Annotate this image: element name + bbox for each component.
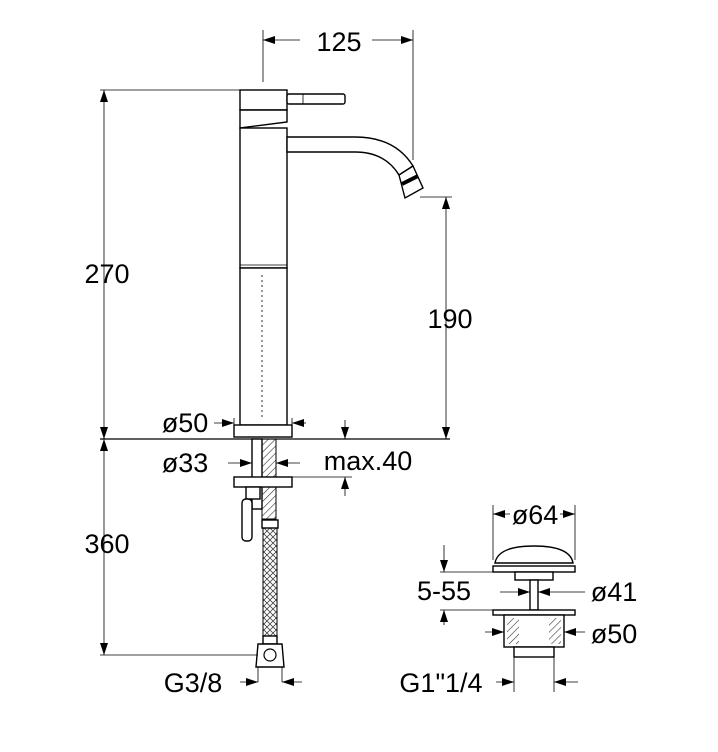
hose-ferrule-bottom xyxy=(262,635,278,645)
dim-adjust-range: 5-55 xyxy=(417,576,471,606)
waste-cap xyxy=(494,545,574,564)
dim-shank-diameter: ø33 xyxy=(162,448,209,478)
lever-handle xyxy=(286,93,346,105)
clamp-plate xyxy=(233,476,293,488)
spout xyxy=(286,136,414,176)
waste-outlet xyxy=(513,646,555,658)
waste-stem xyxy=(529,579,539,611)
dim-cap-diameter: ø64 xyxy=(512,500,559,530)
dim-spout-reach: 125 xyxy=(316,27,361,57)
faucet-dimensions: 125 270 190 ø50 ø33 max.4 xyxy=(84,27,472,698)
column-upper xyxy=(239,127,288,269)
waste-flange xyxy=(492,565,576,573)
faucet-body xyxy=(100,89,450,682)
clamp-nut xyxy=(245,486,261,500)
waste-neck xyxy=(514,571,554,581)
connector-pipe xyxy=(241,498,253,542)
hose-ferrule-top xyxy=(261,519,279,529)
lever-cap xyxy=(239,89,288,111)
dim-spout-height: 190 xyxy=(427,304,472,334)
dim-waste-base-diameter: ø50 xyxy=(591,619,638,649)
dim-hose-length: 360 xyxy=(84,529,129,559)
dim-hose-thread: G3/8 xyxy=(164,668,223,698)
base-flange xyxy=(233,424,293,438)
column-lower xyxy=(239,267,288,426)
waste-seal xyxy=(492,609,576,616)
waste-fitting xyxy=(492,545,576,692)
waste-dimensions: ø64 5-55 ø41 ø50 G1"1/4 xyxy=(399,500,637,698)
dim-waste-thread: G1"1/4 xyxy=(399,668,482,698)
dim-max-counter: max.40 xyxy=(324,446,413,476)
dim-total-height: 270 xyxy=(84,259,129,289)
dim-neck-diameter: ø41 xyxy=(591,577,638,607)
flexible-hose xyxy=(262,527,278,637)
cartridge-ring xyxy=(239,109,288,129)
dim-base-diameter: ø50 xyxy=(162,408,209,438)
